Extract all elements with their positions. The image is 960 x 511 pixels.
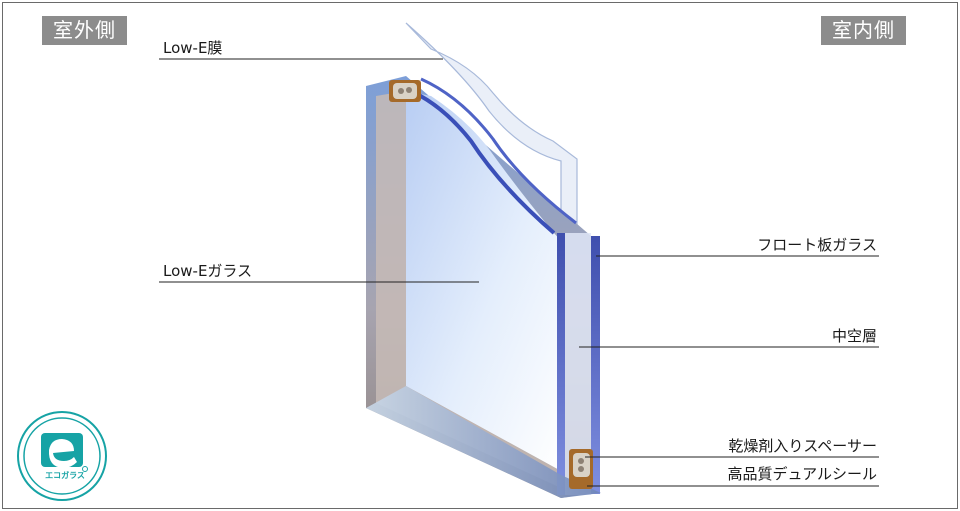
label-low-e-glass: Low-Eガラス [163, 262, 253, 280]
low-e-glass-pane [406, 91, 561, 471]
spacer-top [389, 80, 421, 102]
eco-glass-logo-text: エコガラス [45, 471, 85, 480]
label-dual-seal: 高品質デュアルシール [727, 465, 877, 483]
double-glazing-illustration [17, 22, 879, 501]
label-float-glass: フロート板ガラス [757, 236, 877, 254]
indoor-side-badge: 室内側 [821, 16, 906, 45]
outdoor-side-badge: 室外側 [42, 16, 127, 45]
glass-cut-edge-outer [405, 87, 556, 235]
label-low-e-film: Low-E膜 [163, 39, 223, 57]
glass-bottom-edge [366, 386, 601, 498]
spacer-bottom [569, 449, 593, 489]
eco-glass-logo [17, 411, 107, 501]
frame-inner-face [376, 91, 561, 488]
low-e-glass-edge [557, 233, 565, 495]
glass-cut-edge-inner [420, 77, 577, 225]
float-glass-edge [591, 236, 600, 494]
label-desiccant-spacer: 乾燥剤入りスペーサー [728, 437, 877, 455]
label-air-layer: 中空層 [831, 327, 877, 345]
